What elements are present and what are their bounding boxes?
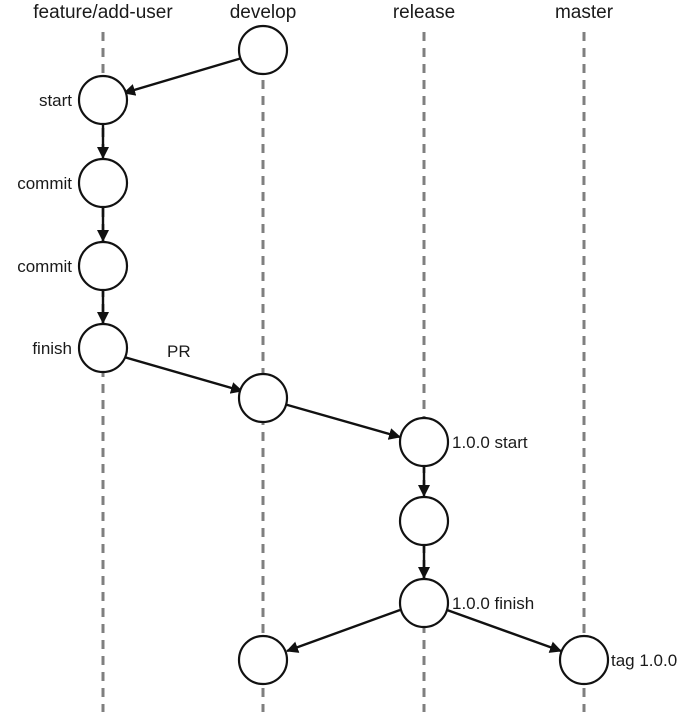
arrow-pr-finish-to-develop [123,355,243,394]
commit-node-master-tag [558,634,610,686]
lane-titles: feature/add-user develop release master [33,2,613,23]
commit-node-feature-start [77,74,129,126]
arrow-release-finish-to-master [446,608,562,653]
lane-title-develop: develop [230,2,297,23]
node-label-release-start: 1.0.0 start [452,433,528,452]
flow-arrows [97,56,562,653]
commit-node-release-start [398,416,450,468]
commit-node-release-commit [398,495,450,547]
commit-node-release-finish [398,577,450,629]
node-label-commit-2: commit [17,257,72,276]
commit-node-feature-commit-2 [77,240,129,292]
commit-nodes [77,24,610,686]
node-label-commit-1: commit [17,174,72,193]
commit-node-feature-commit-1 [77,157,129,209]
node-labels: start commit commit finish 1.0.0 start 1… [17,91,677,670]
lane-title-release: release [393,2,455,23]
commit-node-feature-finish [77,322,129,374]
arrow-release-finish-to-develop [286,608,401,653]
commit-node-develop-2 [237,372,289,424]
node-label-master-tag: tag 1.0.0 [611,651,677,670]
node-label-start: start [39,91,72,110]
node-label-finish: finish [32,339,72,358]
commit-node-develop-1 [237,24,289,76]
lane-title-master: master [555,2,614,23]
arrow-develop-to-release-start [283,402,401,440]
pr-label: PR [167,342,191,361]
commit-node-develop-3 [237,634,289,686]
lane-title-feature: feature/add-user [33,2,173,23]
node-label-release-finish: 1.0.0 finish [452,594,534,613]
arrow-develop-to-feature-start [123,56,243,96]
